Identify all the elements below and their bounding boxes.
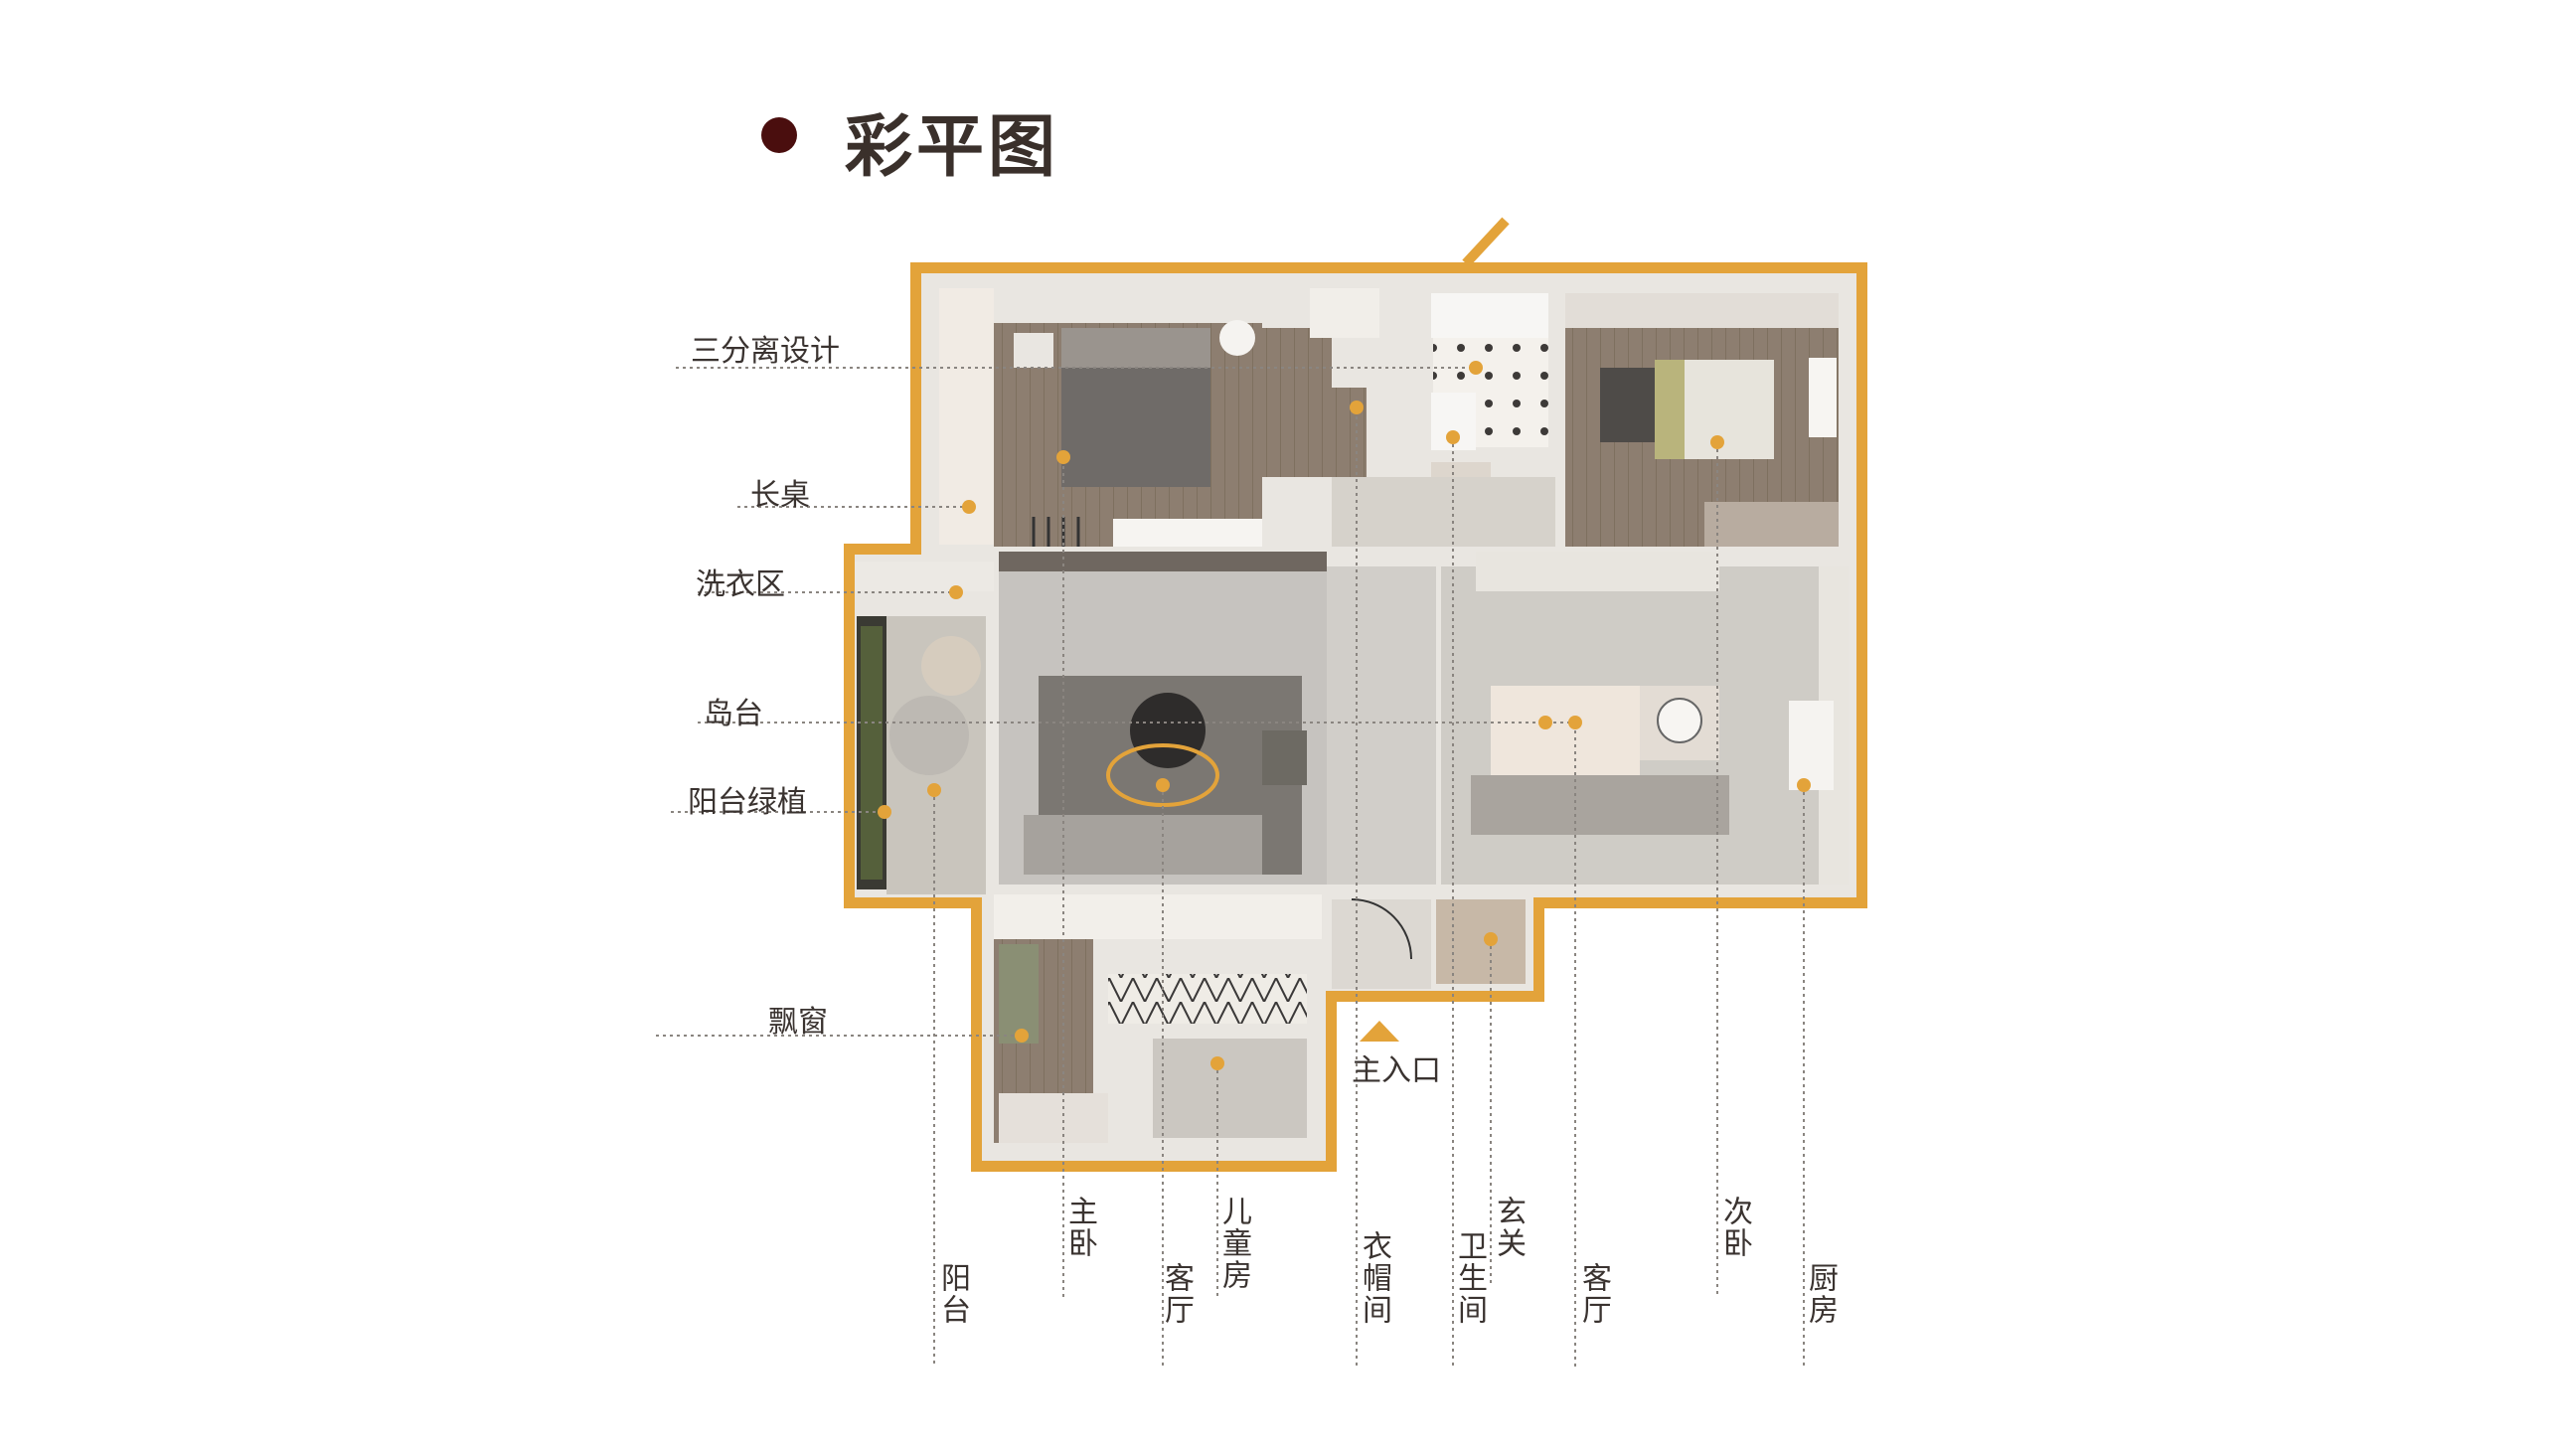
- dining-area: [1441, 552, 1849, 885]
- marker-laundry: [949, 585, 963, 599]
- corridor-area: [1332, 477, 1555, 547]
- marker-kitchen: [1797, 778, 1811, 792]
- marker-cloakroom: [1350, 401, 1364, 414]
- page-title: 彩平图: [845, 108, 1060, 187]
- marker-balcony: [927, 783, 941, 797]
- label-separation: 三分离设计: [691, 334, 840, 369]
- leader-lines-left: [656, 367, 1580, 1037]
- kids-room-area: [994, 894, 1322, 1143]
- main-entrance-label: 主入口: [1352, 1053, 1441, 1088]
- second-bedroom-area: [1565, 293, 1839, 547]
- label-balcony-plants: 阳台绿植: [688, 785, 807, 820]
- label-laundry: 洗衣区: [696, 567, 785, 602]
- label-kitchen: 厨房: [1803, 1262, 1838, 1326]
- label-long-table: 长桌: [750, 478, 810, 513]
- balcony-area: [855, 562, 994, 894]
- marker-balcony-plants: [878, 805, 891, 819]
- marker-separation: [1469, 361, 1483, 375]
- living-room-area: [999, 552, 1436, 885]
- marker-foyer: [1484, 932, 1498, 946]
- label-second-bedroom: 次卧: [1717, 1196, 1752, 1259]
- label-living-room-2: 客厅: [1576, 1262, 1611, 1326]
- marker-master-bedroom: [1056, 450, 1070, 464]
- marker-bay-window: [1015, 1029, 1029, 1043]
- marker-living-room-2: [1538, 716, 1552, 729]
- label-cloakroom: 衣帽间: [1357, 1230, 1391, 1326]
- title-bullet-icon: [761, 117, 797, 153]
- label-island: 岛台: [704, 697, 763, 731]
- leader-lines-bottom: [933, 402, 1805, 1367]
- label-living-room-1: 客厅: [1159, 1262, 1194, 1326]
- triangle-up-icon: [1360, 1021, 1399, 1042]
- label-bay-window: 飘窗: [768, 1005, 828, 1040]
- marker-kids-room: [1210, 1056, 1224, 1070]
- marker-living-room-1: [1156, 778, 1170, 792]
- marker-second-bedroom: [1710, 435, 1724, 449]
- label-foyer: 玄关: [1491, 1196, 1526, 1259]
- room-markers: [878, 361, 1811, 1070]
- foyer-area: [1332, 898, 1526, 989]
- marker-long-table: [962, 500, 976, 514]
- label-bathroom: 卫生间: [1452, 1230, 1487, 1326]
- label-kids-room: 儿童房: [1216, 1196, 1251, 1291]
- marker-bathroom: [1446, 430, 1460, 444]
- label-master-bedroom: 主卧: [1062, 1196, 1097, 1259]
- label-balcony: 阳台: [935, 1262, 970, 1326]
- marker-island: [1568, 716, 1582, 729]
